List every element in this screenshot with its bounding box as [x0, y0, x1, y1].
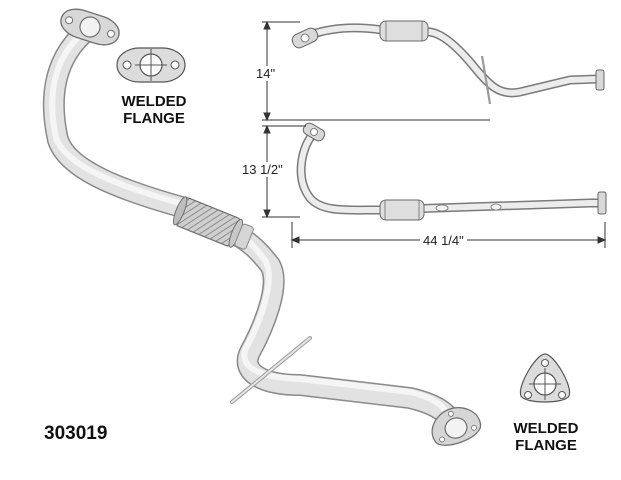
main-pipe	[42, 17, 466, 439]
top-view-pipe	[291, 20, 605, 105]
welded-flange-label-bottom: WELDED FLANGE	[500, 420, 592, 455]
dimension-length: 44 1/4"	[420, 233, 467, 248]
main-pipe-bottom-flange	[431, 407, 482, 446]
flex-coupling	[172, 196, 254, 250]
welded-flange-label-bottom-line2: FLANGE	[515, 437, 577, 455]
hanger-rod	[230, 336, 312, 404]
welded-flange-label-top: WELDED FLANGE	[108, 93, 200, 128]
main-pipe-top-flange	[60, 8, 120, 46]
welded-flange-label-top-line1: WELDED	[121, 93, 187, 110]
dimension-height-top: 14"	[254, 66, 278, 81]
welded-flange-two-bolt-icon	[116, 47, 186, 83]
dimension-height-side: 13 1/2"	[240, 162, 285, 177]
part-number: 303019	[44, 423, 108, 444]
side-view-pipe	[296, 122, 607, 221]
welded-flange-three-bolt-icon	[519, 353, 571, 403]
welded-flange-label-top-line2: FLANGE	[123, 110, 185, 128]
welded-flange-label-bottom-line1: WELDED	[513, 420, 579, 437]
